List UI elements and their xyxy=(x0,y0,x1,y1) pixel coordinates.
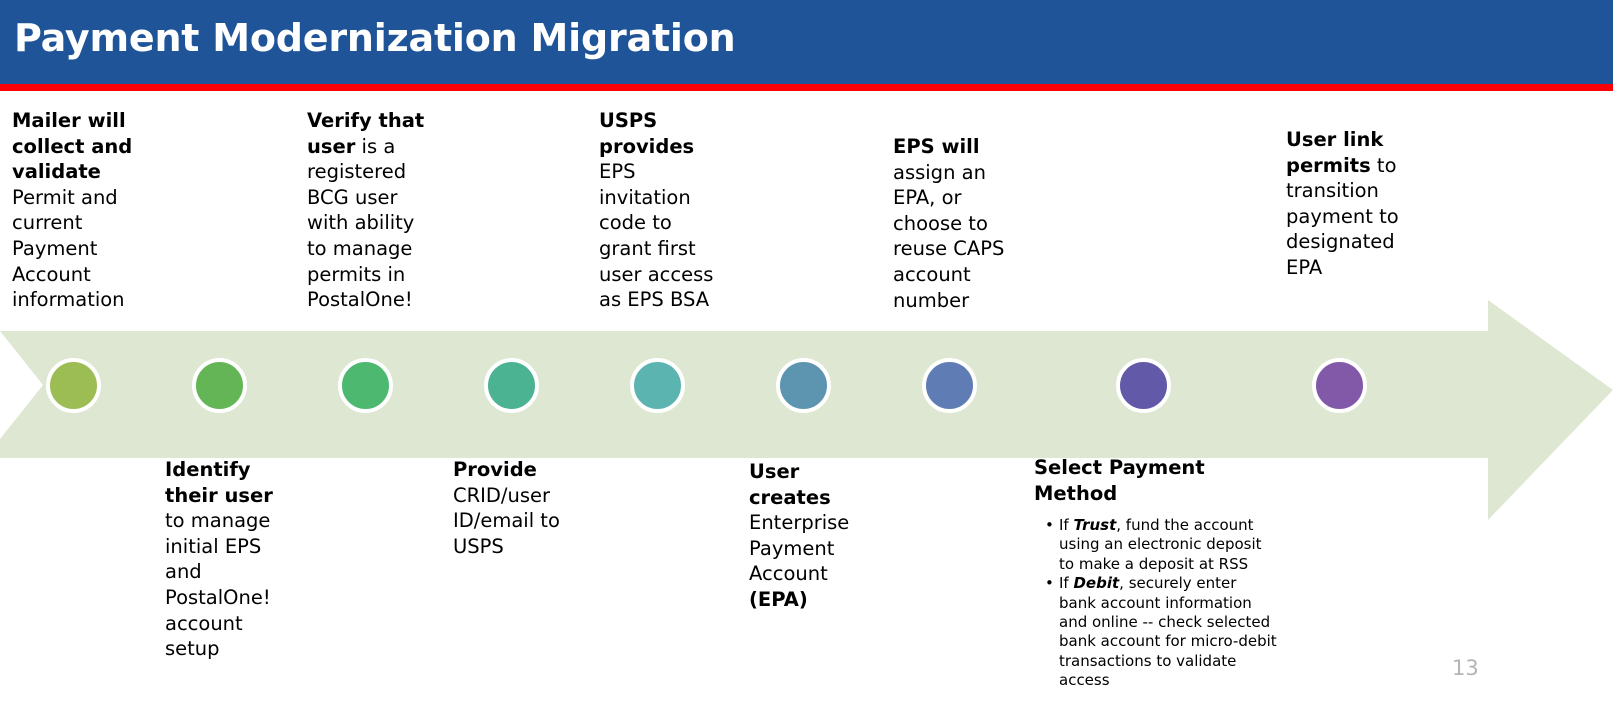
step-body: Enterprise Payment Account xyxy=(749,511,850,586)
page-number: 13 xyxy=(1452,656,1479,680)
step-body: to manage initial EPS and PostalOne! acc… xyxy=(165,509,271,661)
timeline-circle-9[interactable] xyxy=(1311,357,1367,413)
payment-method-heading-text: Select Payment Method xyxy=(1034,456,1205,505)
step-above-5: User link permits to transition payment … xyxy=(1286,127,1404,281)
timeline-circle-6[interactable] xyxy=(775,357,831,413)
step-below-1: Identify their user to manage initial EP… xyxy=(165,457,287,662)
step-body: CRID/user ID/email to USPS xyxy=(453,483,560,558)
step-below-3: User creates Enterprise Payment Account … xyxy=(749,459,859,613)
step-heading: Identify their user xyxy=(165,458,273,507)
step-heading: Verify that user xyxy=(307,109,425,158)
step-heading: Provide xyxy=(453,458,537,481)
payment-method-bullet-1: If Trust, fund the account using an elec… xyxy=(1045,516,1277,574)
step-body: to transition payment to designated EPA xyxy=(1286,153,1399,279)
bullet-rest: , securely enter bank account informatio… xyxy=(1059,574,1277,690)
timeline-circle-1[interactable] xyxy=(45,357,101,413)
header-bar xyxy=(0,0,1613,84)
bullet-emphasis: Debit xyxy=(1073,574,1120,593)
step-heading: USPS provides xyxy=(599,109,695,158)
step-heading: User link permits xyxy=(1286,128,1384,177)
timeline-circle-2[interactable] xyxy=(191,357,247,413)
bullet-rest: , fund the account using an electronic d… xyxy=(1059,516,1262,573)
step-above-3: USPS provides EPS invitation code to gra… xyxy=(599,108,721,313)
payment-method-heading: Select Payment Method xyxy=(1034,455,1244,506)
timeline-circle-8[interactable] xyxy=(1115,357,1171,413)
step-heading: User creates xyxy=(749,460,831,509)
step-body-emphasis: (EPA) xyxy=(749,587,808,611)
timeline-circle-7[interactable] xyxy=(921,357,977,413)
page-title: Payment Modernization Migration xyxy=(14,16,736,60)
bullet-emphasis: Trust xyxy=(1073,516,1117,534)
step-body: is a registered BCG user with ability to… xyxy=(307,134,415,312)
step-body: EPS invitation code to grant first user … xyxy=(599,160,714,312)
bullet-lead: If xyxy=(1059,516,1074,534)
step-heading: EPS will xyxy=(893,135,980,158)
header-accent-stripe xyxy=(0,84,1613,91)
step-above-1: Mailer will collect and validate Permit … xyxy=(12,108,142,313)
payment-method-bullet-2: If Debit, securely enter bank account in… xyxy=(1045,574,1277,690)
step-body: assign an EPA, or choose to reuse CAPS a… xyxy=(893,160,1005,312)
step-above-2: Verify that user is a registered BCG use… xyxy=(307,108,432,313)
bullet-lead: If xyxy=(1059,574,1074,593)
step-above-4: EPS will assign an EPA, or choose to reu… xyxy=(893,134,1013,313)
timeline-circle-3[interactable] xyxy=(337,357,393,413)
timeline-circle-5[interactable] xyxy=(629,357,685,413)
step-heading: Mailer will collect and validate xyxy=(12,109,133,184)
payment-method-bullets: If Trust, fund the account using an elec… xyxy=(1045,516,1277,691)
step-below-2: Provide CRID/user ID/email to USPS xyxy=(453,457,575,559)
step-body: Permit and current Payment Account infor… xyxy=(12,185,125,312)
timeline-circle-4[interactable] xyxy=(483,357,539,413)
